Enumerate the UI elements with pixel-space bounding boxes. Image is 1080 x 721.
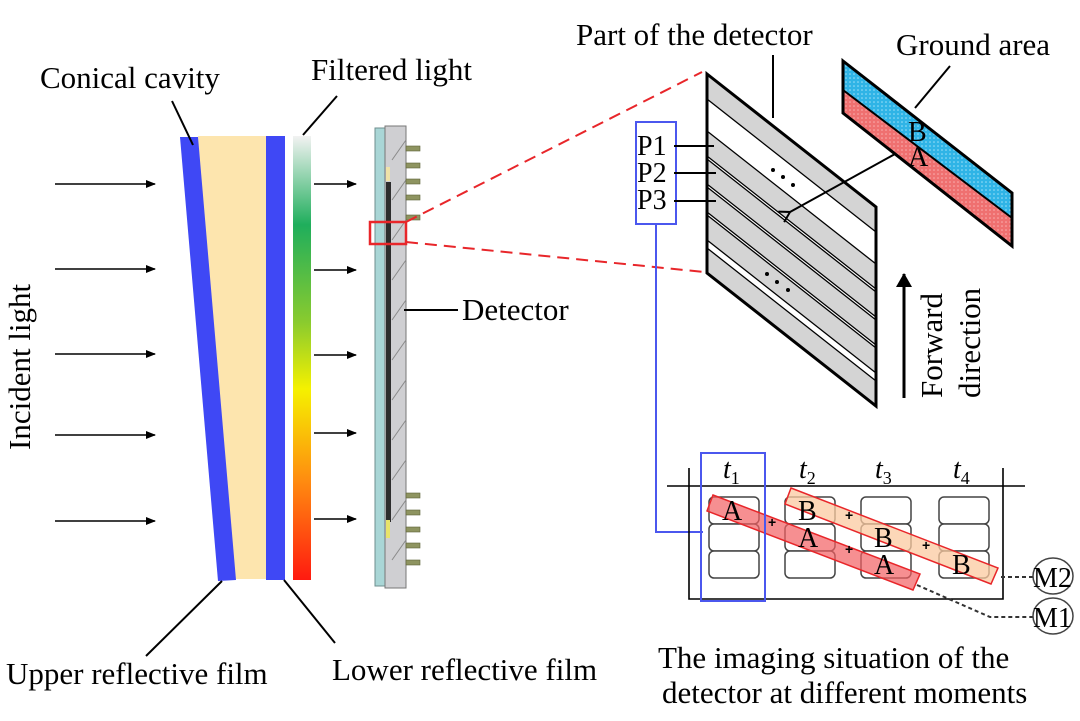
zoom-region-box [368, 220, 408, 246]
cell-label-b: B [798, 496, 817, 527]
pixel-connector [655, 224, 703, 533]
zoom-line-top [405, 71, 703, 223]
detector-chip [386, 182, 391, 522]
ground-area: B A [841, 57, 1014, 250]
filtered-light-arrows [314, 180, 357, 523]
leader-line [171, 100, 194, 146]
detector-window [374, 127, 386, 587]
cell-label-a: A [874, 550, 895, 581]
conical-cavity [180, 136, 285, 581]
m1-label: M1 [1033, 603, 1072, 634]
ground-label-a: A [908, 142, 929, 173]
m2-label: M2 [1033, 563, 1072, 594]
pixel-label-p1: P1 [637, 131, 667, 162]
conical-cavity-label: Conical cavity [40, 60, 220, 95]
projection-arrow-icon [778, 153, 896, 223]
detector-part [705, 70, 878, 410]
pixel-cell [938, 496, 990, 525]
filtered-light-label: Filtered light [311, 52, 472, 87]
lower-reflective-film [266, 136, 285, 580]
cell-label-a: A [798, 523, 819, 554]
pixel-label-p3: P3 [637, 185, 667, 216]
upper-film-label: Upper reflective film [6, 656, 268, 691]
plus-sign: + [845, 541, 853, 557]
m1-connector [916, 584, 1038, 618]
upper-reflective-film [180, 137, 236, 581]
detector-pins [405, 145, 421, 566]
plus-sign: + [845, 507, 853, 523]
timing-frame [688, 468, 1004, 600]
plus-sign: + [922, 537, 930, 553]
leader-line [302, 95, 338, 136]
detector-label: Detector [462, 292, 569, 327]
caption-line-2: detector at different moments [662, 675, 1027, 710]
ellipsis-dots [765, 168, 795, 292]
forward-label: Forward [914, 292, 949, 398]
incident-light-label: Incident light [2, 283, 37, 450]
pixel-cell [938, 523, 990, 552]
ground-label-b: B [908, 117, 927, 148]
pixel-label-p2: P2 [637, 158, 667, 189]
lower-film-label: Lower reflective film [332, 652, 597, 687]
detector-assembly [374, 125, 421, 589]
ground-strip-a [843, 90, 1012, 246]
incident-light-arrows [55, 180, 156, 525]
merge-strip-a [706, 494, 922, 591]
part-of-detector-label: Part of the detector [576, 17, 813, 52]
time-label-3: t3 [875, 454, 892, 488]
detector-outline [705, 70, 878, 410]
pixel-column-highlight [700, 452, 766, 602]
cell-label-b: B [952, 550, 971, 581]
time-label-4: t4 [953, 454, 970, 488]
ground-strip-b [843, 61, 1012, 218]
m1-badge [1032, 597, 1074, 635]
leader-line [283, 579, 336, 644]
leader-line [914, 65, 951, 109]
leader-line [145, 580, 223, 657]
cell-label-b: B [874, 523, 893, 554]
ground-area-label: Ground area [896, 27, 1050, 62]
time-label-2: t2 [799, 454, 816, 488]
filtered-light-spectrum [293, 136, 311, 580]
m2-badge [1032, 557, 1074, 595]
zoom-line-bottom [405, 241, 705, 273]
cavity-fill [198, 136, 266, 579]
pixel-cell [708, 550, 760, 579]
merge-strip-b [784, 487, 1000, 585]
direction-label: direction [952, 287, 987, 398]
caption-line-1: The imaging situation of the [658, 640, 1009, 675]
time-label-1: t1 [723, 454, 740, 488]
cell-label-a: A [722, 496, 743, 527]
detector-rows [707, 74, 876, 406]
plus-sign: + [768, 514, 776, 530]
